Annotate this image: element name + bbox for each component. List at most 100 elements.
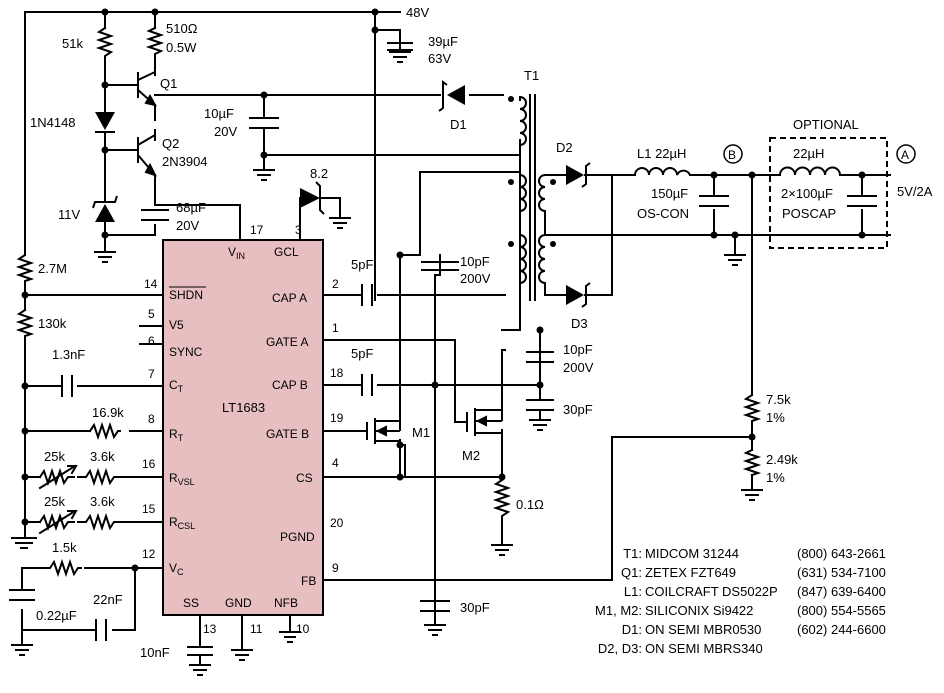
bom-ref: T1:	[623, 546, 642, 561]
label-m1: M1	[412, 425, 430, 440]
resistor-25k-2	[38, 512, 75, 532]
label-8-2: 8.2	[310, 166, 328, 181]
label-optional: OPTIONAL	[793, 117, 859, 132]
zener-11v	[95, 204, 115, 222]
pin-num-10: 10	[296, 622, 310, 636]
pin-num-7: 7	[148, 367, 155, 381]
semiconductors	[92, 71, 591, 444]
resistor-510	[145, 26, 165, 57]
node-b-marker	[723, 144, 743, 164]
pin-num-19: 19	[330, 411, 344, 425]
label-68uf: 68µF	[176, 200, 206, 215]
label-3-6k-2: 3.6k	[90, 494, 115, 509]
bom-part: ON SEMI MBR0530	[645, 622, 761, 637]
label-150uf: 150µF	[651, 186, 688, 201]
zener-8-2	[300, 188, 320, 208]
pin-num-4: 4	[332, 456, 339, 470]
transistor-q2	[137, 134, 157, 177]
label-2-49k: 2.49k	[766, 452, 798, 467]
node-a-marker	[896, 144, 916, 164]
label-20v: 20V	[214, 124, 237, 139]
ic-body	[162, 239, 324, 616]
polarity-dots	[508, 96, 556, 247]
label-5pf-1: 5pF	[351, 257, 373, 272]
pin-num-2: 2	[332, 277, 339, 291]
bom-part: ZETEX FZT649	[645, 565, 736, 580]
resistor-1-5k	[39, 558, 82, 578]
label-d2: D2	[556, 140, 573, 155]
label-5pf-2: 5pF	[351, 346, 373, 361]
pot-arrows	[38, 464, 78, 535]
label-10nf: 10nF	[140, 645, 170, 660]
grounds	[11, 51, 763, 676]
label-510: 510Ω	[166, 21, 198, 36]
pin-num-12: 12	[142, 547, 156, 561]
diode-d2	[566, 165, 584, 185]
bom-ref: Q1:	[621, 565, 642, 580]
label-q2part: 2N3904	[162, 154, 208, 169]
label-poscap: POSCAP	[782, 206, 836, 221]
label-16-9k: 16.9k	[92, 405, 124, 420]
label-25k-2: 25k	[44, 494, 65, 509]
bom-phone: (800) 554-5565	[797, 603, 886, 618]
bom-table: T1: MIDCOM 31244 (800) 643-2661 Q1: ZETE…	[595, 546, 886, 656]
pin-label-ss: SS	[183, 596, 199, 610]
label-7-5k-tol: 1%	[766, 410, 785, 425]
capacitors	[9, 42, 877, 656]
pin-num-5: 5	[148, 307, 155, 321]
resistors	[15, 26, 762, 578]
pin-label-gcl: GCL	[274, 245, 299, 259]
pin-num-17: 17	[250, 223, 264, 237]
bom-part: MIDCOM 31244	[645, 546, 739, 561]
diode-d3	[566, 285, 584, 305]
label-10uf: 10µF	[204, 106, 234, 121]
label-oscon: OS-CON	[637, 206, 689, 221]
bom-phone: (847) 639-6400	[797, 584, 886, 599]
resistor-3-6k-2	[77, 512, 126, 532]
pin-label-capb: CAP B	[272, 378, 308, 392]
label-0-22uf: 0.22µF	[36, 608, 77, 623]
pin-num-15: 15	[142, 502, 156, 516]
resistor-25k-1	[38, 467, 75, 487]
label-3-6k-1: 3.6k	[90, 449, 115, 464]
ic-name: LT1683	[222, 400, 265, 415]
bom-ref: M1, M2:	[595, 603, 642, 618]
diode-1n4148	[95, 112, 115, 130]
bom-ref: D2, D3:	[598, 641, 642, 656]
resistor-130k	[15, 308, 35, 341]
pin-num-14: 14	[144, 277, 158, 291]
label-7-5k: 7.5k	[766, 392, 791, 407]
bom-ref: L1:	[624, 584, 642, 599]
pin-label-gatea: GATE A	[266, 335, 308, 349]
transistor-q1	[137, 71, 157, 107]
label-m2: M2	[462, 448, 480, 463]
pin-num-16: 16	[142, 457, 156, 471]
pin-num-11: 11	[250, 622, 263, 636]
label-130k: 130k	[38, 316, 67, 331]
label-l22: 22µH	[793, 146, 824, 161]
label-1n4148: 1N4148	[30, 115, 76, 130]
label-48v: 48V	[406, 5, 429, 20]
label-1-5k: 1.5k	[52, 540, 77, 555]
label-10pf-2: 10pF	[563, 342, 593, 357]
bom-phone: (602) 244-6600	[797, 622, 886, 637]
pin-label-cs: CS	[296, 471, 313, 485]
label-5v2a: 5V/2A	[897, 184, 933, 199]
pin-label-pgnd: PGND	[280, 530, 315, 544]
label-10pf-1: 10pF	[460, 254, 490, 269]
label-0-1ohm: 0.1Ω	[516, 497, 544, 512]
label-68v: 20V	[176, 218, 199, 233]
label-2-49k-tol: 1%	[766, 470, 785, 485]
diode-d1	[447, 85, 465, 105]
bom-part: COILCRAFT DS5022P	[645, 584, 778, 599]
label-30pf-2: 30pF	[460, 600, 490, 615]
mosfet-m2	[455, 408, 502, 436]
label-t1: T1	[524, 68, 539, 83]
pin-num-6: 6	[148, 334, 155, 348]
label-2-7m: 2.7M	[38, 261, 67, 276]
junctions	[21, 8, 866, 572]
node-b-label: B	[728, 148, 736, 162]
node-a-label: A	[901, 148, 909, 162]
bom-ref: D1:	[622, 622, 642, 637]
